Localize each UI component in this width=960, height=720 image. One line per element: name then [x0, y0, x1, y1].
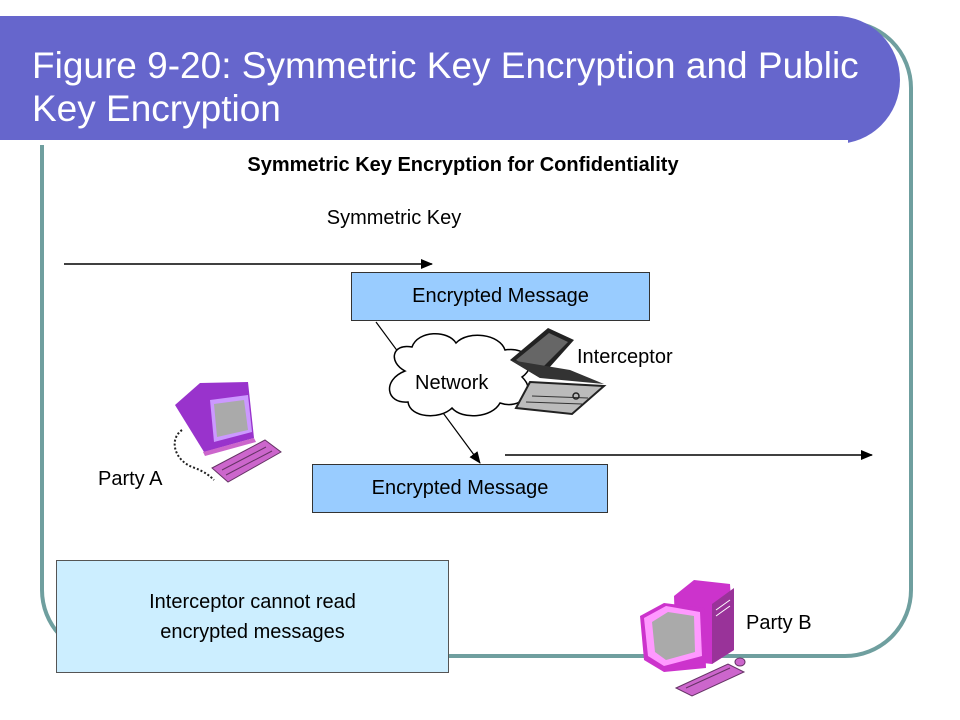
- network-cloud: [388, 333, 531, 417]
- note-box: Interceptor cannot read encrypted messag…: [56, 560, 449, 673]
- laptop-icon: [510, 328, 607, 416]
- network-label: Network: [415, 372, 489, 394]
- encrypted-message-box-bottom: Encrypted Message: [312, 464, 608, 513]
- title-underline: [0, 140, 848, 145]
- party-b-label: Party B: [746, 612, 812, 634]
- party-a-label: Party A: [98, 468, 163, 490]
- note-text: Interceptor cannot read encrypted messag…: [149, 590, 356, 643]
- title-bar: Figure 9-20: Symmetric Key Encryption an…: [0, 16, 900, 145]
- party-a-computer-icon: [173, 382, 282, 483]
- encrypted-message-box-top: Encrypted Message: [351, 272, 650, 321]
- diagram-subtitle: Symmetric Key Encryption for Confidentia…: [247, 154, 679, 176]
- party-b-computer-icon: [640, 580, 746, 697]
- slide-title: Figure 9-20: Symmetric Key Encryption an…: [32, 45, 859, 129]
- interceptor-label: Interceptor: [577, 346, 673, 368]
- symmetric-key-label: Symmetric Key: [326, 207, 462, 229]
